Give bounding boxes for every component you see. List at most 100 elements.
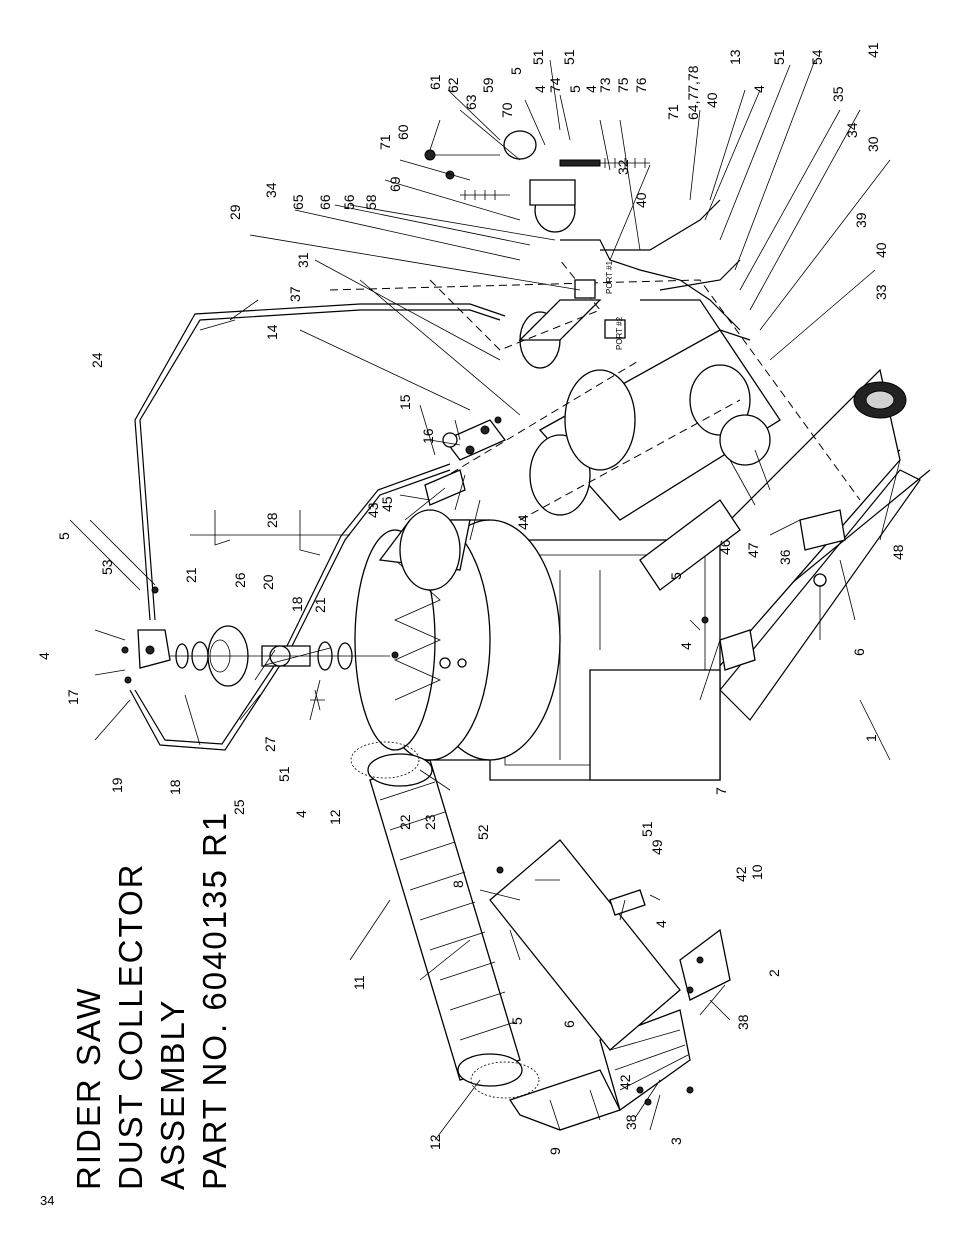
callout-8: 8 xyxy=(450,880,466,888)
callout-4-d: 4 xyxy=(583,85,599,93)
callout-17: 17 xyxy=(65,689,81,705)
callout-33: 33 xyxy=(873,284,889,300)
callout-56: 56 xyxy=(341,194,357,210)
port-2-label: PORT #2 xyxy=(615,316,624,350)
callouts: 1 2 3 4 4 4 4 4 4 4 5 5 5 5 5 6 6 7 8 9 … xyxy=(36,42,906,1155)
callout-73: 73 xyxy=(597,77,613,93)
callout-5-e: 5 xyxy=(509,1017,525,1025)
callout-4-b: 4 xyxy=(293,810,309,818)
callout-23: 23 xyxy=(422,814,438,830)
callout-40-c: 40 xyxy=(873,242,889,258)
callout-6-b: 6 xyxy=(561,1020,577,1028)
callout-1: 1 xyxy=(863,734,879,742)
callout-16: 16 xyxy=(420,428,436,444)
callout-51-e: 51 xyxy=(639,821,655,837)
callout-58: 58 xyxy=(363,194,379,210)
title-line-4: PART NO. 6040135 R1 xyxy=(196,811,233,1190)
callout-30: 30 xyxy=(865,136,881,152)
callout-75: 75 xyxy=(615,77,631,93)
callout-66: 66 xyxy=(317,194,333,210)
callout-38-b: 38 xyxy=(623,1114,639,1130)
callout-11: 11 xyxy=(351,975,367,990)
callout-5-a: 5 xyxy=(56,532,72,540)
callout-24: 24 xyxy=(89,352,105,368)
callout-9: 9 xyxy=(547,1147,563,1155)
callout-14: 14 xyxy=(264,324,280,340)
title-line-3: ASSEMBLY xyxy=(154,999,191,1190)
callout-48: 48 xyxy=(890,544,906,560)
callout-46: 46 xyxy=(717,539,733,555)
callout-59: 59 xyxy=(480,77,496,93)
callout-4-f: 4 xyxy=(751,85,767,93)
callout-5-b: 5 xyxy=(668,572,684,580)
callout-71-a: 71 xyxy=(377,134,393,150)
callout-49: 49 xyxy=(649,839,665,855)
callout-37: 37 xyxy=(287,286,303,302)
callout-42-a: 42 xyxy=(733,866,749,882)
callout-32: 32 xyxy=(615,159,631,175)
callout-31: 31 xyxy=(295,252,311,268)
callout-35: 35 xyxy=(830,86,846,102)
callout-47: 47 xyxy=(745,542,761,558)
callout-18-b: 18 xyxy=(289,596,305,612)
callout-43: 43 xyxy=(365,502,381,518)
callout-18-a: 18 xyxy=(167,779,183,795)
callout-51-d: 51 xyxy=(276,766,292,782)
callout-74: 74 xyxy=(547,77,563,93)
callout-34-a: 34 xyxy=(263,182,279,198)
callout-60: 60 xyxy=(395,124,411,140)
callout-42-b: 42 xyxy=(617,1074,633,1090)
callout-40-a: 40 xyxy=(633,192,649,208)
callout-4-a: 4 xyxy=(36,652,52,660)
title-block: RIDER SAW DUST COLLECTOR ASSEMBLY PART N… xyxy=(70,811,233,1190)
callout-20: 20 xyxy=(260,574,276,590)
callout-21-b: 21 xyxy=(312,597,328,613)
title-line-2: DUST COLLECTOR xyxy=(112,862,149,1190)
callout-15: 15 xyxy=(397,394,413,410)
port-1-label: PORT #1 xyxy=(605,260,614,294)
page-number: 34 xyxy=(40,1193,55,1208)
callout-22: 22 xyxy=(397,814,413,830)
callout-28: 28 xyxy=(264,512,280,528)
callout-54: 54 xyxy=(809,49,825,65)
callout-69: 69 xyxy=(387,176,403,192)
callout-4-c: 4 xyxy=(678,642,694,650)
callout-51-a: 51 xyxy=(530,49,546,65)
callout-10: 10 xyxy=(749,864,765,880)
callout-29: 29 xyxy=(227,204,243,220)
callout-71-b: 71 xyxy=(665,104,681,120)
callout-34-b: 34 xyxy=(844,122,860,138)
callout-12-a: 12 xyxy=(327,809,343,825)
machine-drawing xyxy=(121,130,931,1131)
callout-76: 76 xyxy=(633,77,649,93)
callout-13: 13 xyxy=(727,49,743,65)
callout-40-b: 40 xyxy=(704,92,720,108)
callout-36: 36 xyxy=(777,549,793,565)
callout-21-a: 21 xyxy=(183,567,199,583)
callout-70: 70 xyxy=(499,102,515,118)
callout-45: 45 xyxy=(379,496,395,512)
callout-5-d: 5 xyxy=(567,85,583,93)
callout-39: 39 xyxy=(853,212,869,228)
callout-51-b: 51 xyxy=(561,49,577,65)
callout-65: 65 xyxy=(290,194,306,210)
callout-62: 62 xyxy=(445,77,461,93)
callout-53: 53 xyxy=(99,559,115,575)
callout-26: 26 xyxy=(232,572,248,588)
callout-2: 2 xyxy=(766,969,782,977)
callout-4-g: 4 xyxy=(653,920,669,928)
callout-63: 63 xyxy=(463,94,479,110)
callout-19: 19 xyxy=(109,777,125,793)
callout-44: 44 xyxy=(515,514,531,530)
callout-38-a: 38 xyxy=(735,1014,751,1030)
callout-7: 7 xyxy=(713,787,729,795)
leader-lines xyxy=(69,59,901,1141)
title-line-1: RIDER SAW xyxy=(70,986,107,1190)
callout-25: 25 xyxy=(231,799,247,815)
callout-3: 3 xyxy=(668,1137,684,1145)
callout-51-c: 51 xyxy=(771,49,787,65)
callout-64-77-78: 64,77,78 xyxy=(685,65,701,120)
callout-27: 27 xyxy=(262,736,278,752)
